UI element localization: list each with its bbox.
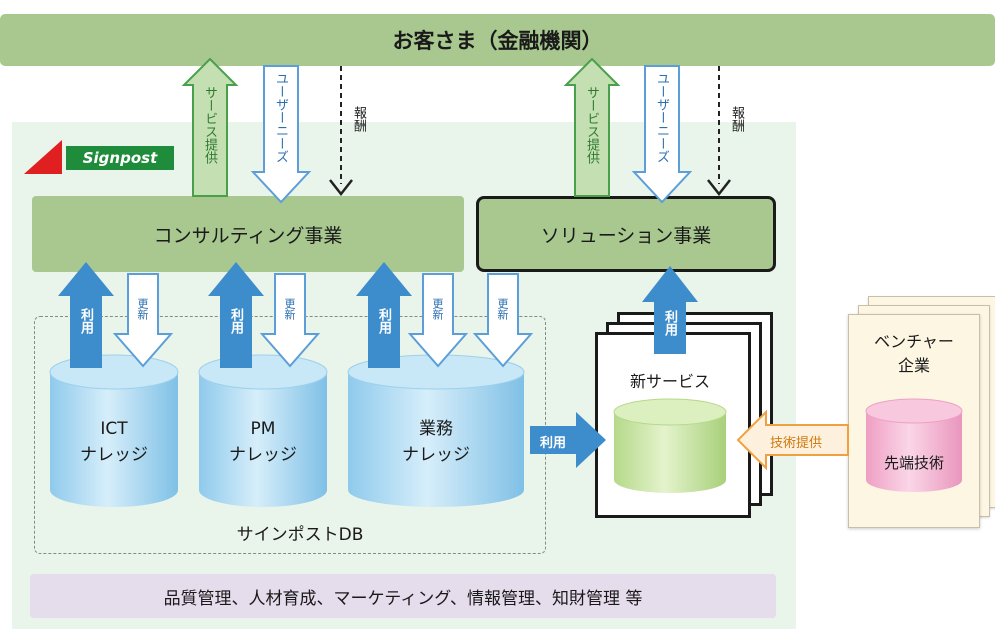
use-label-ict: 利用: [78, 308, 93, 334]
consulting-needs-label: ユーザーニーズ: [273, 72, 288, 163]
use-label-new-service: 利用: [662, 310, 677, 336]
advanced-tech-cylinder: [865, 398, 963, 492]
solution-needs-arrow: [631, 65, 693, 204]
update-label-business-2: 更新: [496, 298, 509, 320]
tech-provision-label: 技術提供: [770, 436, 823, 451]
update-arrow-pm: [259, 273, 321, 368]
consulting-service-label: サービス提供: [202, 86, 217, 164]
use-arrow-ict: [58, 262, 114, 368]
venture-title-line2: 企業: [897, 356, 930, 375]
ict-knowledge-label: ICT ナレッジ: [60, 416, 168, 468]
use-label-to-new-service: 利用: [540, 436, 567, 451]
pm-knowledge-label: PM ナレッジ: [209, 416, 317, 468]
consulting-label: コンサルティング事業: [153, 224, 343, 247]
venture-title: ベンチャー 企業: [854, 330, 974, 378]
footer-bar: 品質管理、人材育成、マーケティング、情報管理、知財管理 等: [30, 574, 776, 618]
tech-provision-arrow: [736, 409, 849, 471]
solution-service-label: サービス提供: [584, 86, 599, 164]
venture-title-line1: ベンチャー: [874, 332, 954, 351]
consulting-reward-label: 報酬: [351, 106, 366, 132]
customer-bar: お客さま（金融機関）: [0, 14, 995, 66]
use-arrow-to-new-service: [530, 412, 606, 468]
footer-label: 品質管理、人材育成、マーケティング、情報管理、知財管理 等: [163, 588, 643, 609]
use-arrow-pm: [208, 262, 264, 368]
consulting-needs-arrow: [250, 65, 312, 204]
signpost-db-label: サインポストDB: [236, 525, 364, 545]
ict-knowledge-line2: ナレッジ: [80, 445, 148, 465]
use-arrow-new-service: [642, 266, 698, 354]
customer-bar-label: お客さま（金融機関）: [392, 29, 603, 53]
solution-needs-label: ユーザーニーズ: [654, 72, 669, 163]
use-label-pm: 利用: [228, 308, 243, 334]
business-knowledge-cylinder: [347, 354, 525, 507]
signpost-logo: Signpost: [22, 140, 182, 176]
consulting-reward-arrow-head: [329, 179, 353, 197]
solution-label: ソリューション事業: [540, 224, 712, 247]
business-knowledge-label: 業務 ナレッジ: [382, 416, 490, 468]
use-arrow-business: [356, 262, 412, 368]
update-arrow-ict: [112, 273, 174, 368]
update-label-ict: 更新: [136, 298, 149, 320]
logo-mark-icon: [24, 140, 62, 174]
pm-knowledge-line1: PM: [250, 419, 276, 439]
business-knowledge-line2: ナレッジ: [402, 445, 470, 465]
update-arrow-business-2: [472, 273, 534, 368]
consulting-service-arrow: [181, 57, 239, 197]
solution-reward-arrow-head: [707, 179, 731, 197]
solution-service-arrow: [563, 57, 621, 197]
update-label-pm: 更新: [283, 298, 296, 320]
solution-box: ソリューション事業: [476, 196, 776, 272]
pm-knowledge-line2: ナレッジ: [229, 445, 297, 465]
new-service-label: 新サービス: [629, 372, 710, 391]
use-label-business: 利用: [376, 308, 391, 334]
update-arrow-business-1: [407, 273, 469, 368]
advanced-tech-label: 先端技術: [883, 454, 944, 472]
logo-text-box: Signpost: [66, 146, 174, 170]
business-knowledge-line1: 業務: [419, 419, 453, 439]
new-service-cylinder: [613, 398, 727, 493]
logo-text: Signpost: [82, 149, 158, 167]
solution-reward-label: 報酬: [729, 106, 744, 132]
pm-knowledge-cylinder: [198, 354, 328, 507]
ict-knowledge-line1: ICT: [100, 419, 128, 439]
consulting-box: コンサルティング事業: [32, 196, 464, 272]
update-label-business-1: 更新: [431, 298, 444, 320]
